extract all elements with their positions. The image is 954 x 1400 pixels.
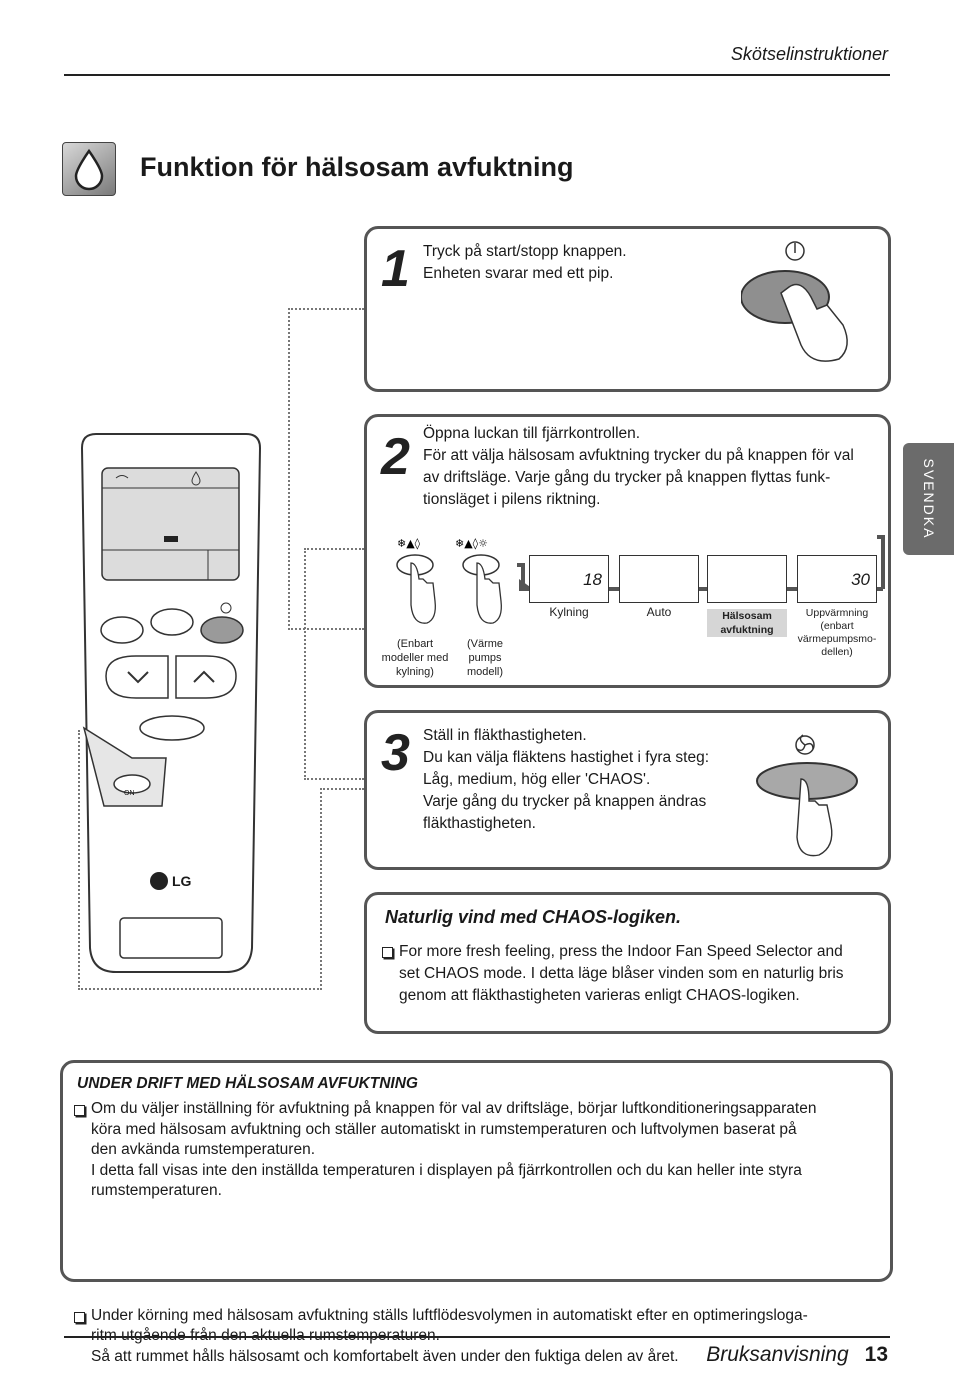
caption-cooling-only: (Enbart modeller med kylning): [381, 638, 449, 678]
lcd-healthy-dehumidification: [707, 555, 787, 603]
lcd-heating: 30: [797, 555, 877, 603]
leader-line-3c: [320, 788, 364, 990]
chaos-note-text: For more fresh feeling, press the Indoor…: [381, 941, 889, 1007]
step-number: 1: [381, 240, 410, 298]
leader-line-3: [78, 730, 88, 990]
remote-control-illustration: LG ON: [76, 428, 266, 978]
step-3-box: 3 Ställ in fläkthastigheten. Du kan välj…: [364, 710, 891, 870]
label-healthy-dehumidification: Hälsosam avfuktning: [707, 609, 787, 637]
label-cooling: Kylning: [549, 605, 589, 619]
under-drift-bullet-2: Under körning med hälsosam avfuktning st…: [73, 1306, 891, 1368]
language-tab: SVENDKA: [903, 443, 954, 555]
footer-label: Bruksanvisning: [706, 1343, 849, 1366]
under-drift-title: UNDER DRIFT MED HÄLSOSAM AVFUKTNING: [77, 1075, 418, 1092]
header-rule: [64, 74, 890, 76]
remote-brand: LG: [172, 873, 192, 889]
water-drop-icon: [62, 142, 116, 196]
chaos-note-box: Naturlig vind med CHAOS-logiken. For mor…: [364, 892, 891, 1034]
power-button-illustration: [740, 235, 861, 375]
lcd-cooling: 18: [529, 555, 609, 603]
page-number: 13: [864, 1343, 888, 1366]
svg-text:❄▲◊☼: ❄▲◊☼: [455, 537, 488, 550]
step-1-box: 1 Tryck på start/stopp knappen. Enheten …: [364, 226, 891, 392]
label-heating: Uppvärmning (enbart värmepumpsmo- dellen…: [797, 607, 877, 658]
caption-heat-pump: (Värme pumps modell): [466, 638, 504, 678]
step-text: Öppna luckan till fjärrkontrollen. För a…: [423, 425, 854, 508]
chaos-note-title: Naturlig vind med CHAOS-logiken.: [385, 907, 682, 927]
step-2-box: 2 Öppna luckan till fjärrkontrollen. För…: [364, 414, 891, 688]
step-number: 3: [381, 724, 410, 782]
leader-line-1: [288, 308, 364, 630]
footer: Bruksanvisning 13: [706, 1343, 888, 1367]
label-auto: Auto: [646, 605, 672, 619]
section-title: Funktion för hälsosam avfuktning: [140, 152, 574, 182]
step-number: 2: [381, 428, 410, 486]
mode-button-heat-pump: ❄▲◊☼: [455, 535, 511, 635]
remote-cover-label: ON: [124, 790, 135, 797]
leader-line-3b: [78, 988, 322, 990]
under-drift-bullet-1: Om du väljer inställning för avfuktning …: [73, 1099, 891, 1202]
svg-text:❄▲◊: ❄▲◊: [397, 537, 421, 550]
step-text: Ställ in fläkthastigheten. Du kan välja …: [423, 727, 710, 832]
running-header: Skötselinstruktioner: [730, 44, 888, 64]
footer-rule: [64, 1336, 890, 1338]
step-text: Tryck på start/stopp knappen. Enheten sv…: [423, 243, 627, 282]
leader-line-2: [304, 548, 364, 780]
lcd-auto: [619, 555, 699, 603]
under-drift-box: UNDER DRIFT MED HÄLSOSAM AVFUKTNING Om d…: [60, 1060, 893, 1365]
mode-button-cooling-only: ❄▲◊: [393, 535, 443, 635]
fan-speed-button-illustration: [753, 727, 873, 867]
